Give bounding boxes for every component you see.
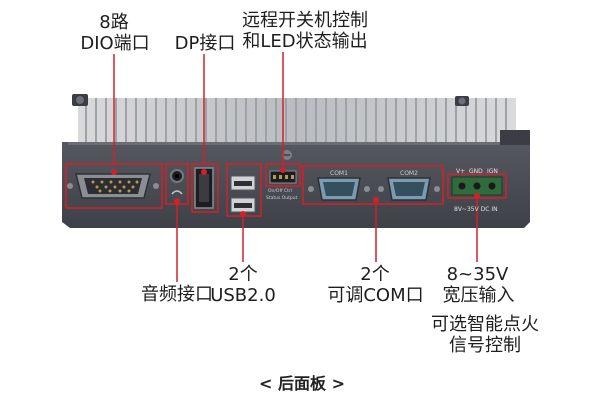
label-usb-type: USB2.0 <box>210 285 276 306</box>
status-printed-label: Status Output <box>266 195 298 201</box>
dc-in-printed-label: 8V~35V DC IN <box>454 206 498 213</box>
label-power-voltage: 8~35V <box>446 264 509 285</box>
highlight-com <box>302 165 444 205</box>
label-wide-input: 宽压输入 <box>442 285 515 306</box>
label-com-count: 2个 <box>360 264 390 285</box>
label-ignition-optional: 可选智能点火 <box>431 314 539 335</box>
mount-screw-left <box>72 94 88 106</box>
dp-port <box>194 167 214 209</box>
label-dio-count: 8路 <box>99 12 129 33</box>
leader-dot-usb <box>240 211 246 217</box>
dio-db15-connector <box>67 173 159 199</box>
label-remote-power: 远程开关机控制 <box>242 10 368 31</box>
chassis-bracket <box>500 130 530 145</box>
com1-printed-label: COM1 <box>330 170 348 177</box>
leader-dot-audio <box>174 198 180 204</box>
com1-db9-connector <box>308 177 370 201</box>
leader-dot-remote <box>280 167 286 173</box>
mount-screw-right <box>455 96 469 106</box>
highlight-dp <box>191 163 219 213</box>
leader-lines <box>113 52 478 282</box>
label-com-port: 可调COM口 <box>327 285 424 306</box>
panel-caption: < 后面板 > <box>259 374 345 393</box>
chassis-screw <box>282 150 292 160</box>
leader-dot-dio <box>111 169 117 175</box>
gnd-printed-label: GND <box>469 168 483 175</box>
label-dio-port: DIO端口 <box>80 33 150 54</box>
usb-ports <box>230 175 256 213</box>
highlight-boxes <box>65 163 507 217</box>
remote-control-connector <box>269 170 297 184</box>
com2-db9-connector <box>378 177 440 201</box>
on-off-printed-label: On/Off Ctrl <box>268 188 292 194</box>
label-led-output: 和LED状态输出 <box>242 31 368 52</box>
label-ignition-control: 信号控制 <box>449 335 521 356</box>
ign-printed-label: IGN <box>487 168 498 175</box>
leader-dot-com <box>373 197 379 203</box>
vplus-printed-label: V+ <box>456 168 465 175</box>
label-usb-count: 2个 <box>228 264 258 285</box>
com2-printed-label: COM2 <box>400 170 418 177</box>
leader-dot-power <box>474 193 480 199</box>
power-terminal-block <box>451 176 503 196</box>
label-dp-port: DP接口 <box>174 33 236 54</box>
audio-jack <box>170 169 184 195</box>
label-audio-port: 音频接口 <box>141 284 213 305</box>
heatsink-fins <box>78 98 516 142</box>
leader-dot-dp <box>201 169 207 175</box>
